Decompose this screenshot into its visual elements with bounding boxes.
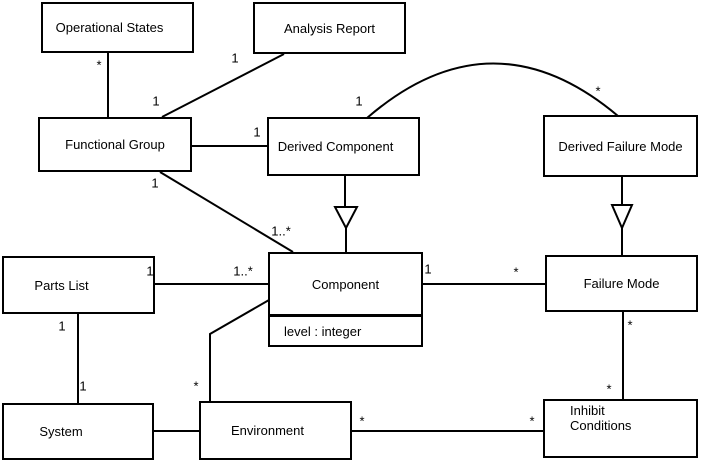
class-name-label: Derived Failure Mode xyxy=(558,138,683,154)
class-failure-mode: Failure Mode xyxy=(545,255,698,312)
multiplicity-label: 1..* xyxy=(271,223,291,239)
multiplicity-label: * xyxy=(627,317,633,333)
assoc-environment-component xyxy=(209,299,270,402)
multiplicity-label: 1 xyxy=(424,261,432,277)
multiplicity-label: 1 xyxy=(58,318,66,334)
class-name-label: Functional Group xyxy=(65,137,165,152)
assoc-derived-component-derived-failure-mode xyxy=(366,62,619,119)
generalization-arrow-icon xyxy=(333,206,359,231)
multiplicity-label: * xyxy=(193,378,199,394)
class-derived-component: Derived Component xyxy=(267,117,420,176)
class-analysis-report: Analysis Report xyxy=(253,2,406,54)
multiplicity-label: * xyxy=(513,264,519,280)
multiplicity-label: * xyxy=(606,381,612,397)
multiplicity-label: * xyxy=(359,413,365,429)
class-name-label: System xyxy=(39,424,83,439)
multiplicity-label: 1..* xyxy=(233,263,253,279)
class-name-label: Inhibit Conditions xyxy=(570,403,632,433)
class-operational-states: Operational States xyxy=(41,2,194,53)
class-name-label: Derived Component xyxy=(277,139,394,154)
class-component: Component level : integer xyxy=(268,252,423,347)
multiplicity-label: 1 xyxy=(231,50,239,66)
assoc-analysis-report-functional-group xyxy=(161,53,285,118)
multiplicity-label: 1 xyxy=(152,93,160,109)
class-name-label: Analysis Report xyxy=(283,20,376,36)
class-name-compartment: Component xyxy=(270,254,421,314)
class-name-label: Operational States xyxy=(55,20,164,35)
class-attribute-compartment: level : integer xyxy=(270,314,421,345)
multiplicity-label: 1 xyxy=(151,175,159,191)
multiplicity-label: 1 xyxy=(355,93,363,109)
multiplicity-label: 1 xyxy=(79,378,87,394)
class-functional-group: Functional Group xyxy=(38,117,192,172)
multiplicity-label: 1 xyxy=(253,124,261,140)
class-derived-failure-mode: Derived Failure Mode xyxy=(543,115,698,177)
multiplicity-label: * xyxy=(595,83,601,99)
multiplicity-label: * xyxy=(529,413,535,429)
multiplicity-label: 1 xyxy=(146,263,154,279)
class-parts-list: Parts List xyxy=(2,256,155,314)
class-environment: Environment xyxy=(199,401,352,460)
class-name-label: Component xyxy=(311,276,380,292)
class-inhibit-conditions: Inhibit Conditions xyxy=(543,399,698,458)
class-system: System xyxy=(2,403,154,460)
class-name-label: Failure Mode xyxy=(583,276,660,291)
class-name-label: Environment xyxy=(231,423,304,438)
class-name-label: Parts List xyxy=(34,277,89,293)
generalization-arrow-icon xyxy=(610,204,634,231)
assoc-functional-group-component xyxy=(159,171,294,253)
multiplicity-label: * xyxy=(96,57,102,73)
class-attribute-label: level : integer xyxy=(284,323,362,339)
